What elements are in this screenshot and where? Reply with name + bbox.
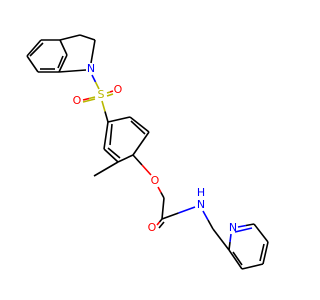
atom-label-layer: N S O O O O N H N [73, 62, 237, 234]
pyridine-aromatic-inner-bond [234, 227, 253, 233]
amide-c-n-bond-segment-a [161, 212, 179, 220]
sulfur-oxygen-right-bond-segment-a [106, 91, 111, 94]
bond-layer [26, 34, 269, 270]
benzene-ring-bond-segment [103, 148, 119, 163]
sulfur-carbon-bond-segment-b [104, 111, 109, 123]
pyridine-ring-bond-segment-a [237, 224, 247, 228]
benzene-ring-bond-segment [132, 131, 150, 156]
sulfur-carbon-bond-segment-a [101, 100, 106, 112]
indoline-five-ring-bond-segment [59, 34, 81, 41]
pyridine-ring-bond-segment [228, 249, 243, 270]
carbonyl-oxygen-label: O [148, 221, 157, 234]
pyridine-ring-bond-segment-b [245, 223, 255, 227]
carbonyl-double-bond-segment-b [156, 221, 161, 226]
n-sulfur-bond-segment-b [94, 81, 100, 90]
sulfur-oxygen-left-bond-segment-b [82, 97, 90, 101]
pyridine-aromatic-inner-bond [259, 243, 265, 262]
benzene-ring-bond-segment [103, 121, 109, 150]
pyridine-aromatic-inner-bond [232, 251, 243, 266]
amide-n-ch2-bond-segment-b [207, 219, 214, 230]
benzene-aromatic-inner-bond [130, 120, 146, 135]
carbonyl-double-bond-parallel [158, 221, 165, 229]
sulfur-oxygen-right-double-bond [106, 93, 114, 97]
ch2-pyridine-bond-segment [212, 228, 230, 251]
sulfonyl-sulfur-label: S [98, 88, 105, 101]
sulfonyl-oxygen-right-label: O [114, 83, 123, 96]
benzene-ring-bond-segment [117, 154, 134, 163]
sulfur-oxygen-right-bond-segment-b [109, 90, 114, 93]
benzene-ring-bond-segment [129, 116, 150, 133]
benzene-ring-bond-segment [107, 116, 131, 123]
ch2-carbonyl-bond-segment [161, 197, 165, 220]
indoline-ring-bond-segment [59, 39, 68, 56]
ether-ch2-bond-segment-b [160, 192, 165, 199]
aryl-ether-bond-segment-a [132, 154, 143, 166]
sulfur-oxygen-left-double-bond [82, 98, 96, 103]
pyridine-ring-bond-segment-a [228, 241, 231, 251]
indoline-five-ring-bond-segment [90, 39, 96, 64]
indoline-five-ring-bond-segment [79, 34, 96, 41]
carbonyl-double-bond-segment-a [158, 218, 163, 223]
amide-hydrogen-label: H [197, 186, 205, 199]
benzene-aromatic-inner-bond [109, 123, 113, 146]
aryl-ether-bond-segment-b [141, 164, 152, 176]
sulfonyl-oxygen-left-label: O [73, 94, 82, 107]
indoline-ring-bond-segment [26, 39, 42, 57]
amide-n-ch2-bond-segment-a [202, 210, 209, 221]
pyridine-nitrogen-label: N [229, 221, 237, 234]
indoline-aromatic-inner-bond [29, 42, 44, 57]
ether-ch2-bond-segment-a [157, 186, 162, 193]
indoline-nitrogen-label: N [87, 62, 95, 75]
indoline-ring-bond-segment [26, 55, 39, 73]
chemical-structure: N S O O O O N H N [26, 34, 269, 270]
indoline-ring-bond-segment [58, 54, 68, 73]
n-sulfur-bond-segment-a [91, 74, 97, 83]
pyridine-ring-bond-segment [241, 263, 264, 270]
indoline-aromatic-inner-bond [57, 55, 64, 69]
pyridine-ring-bond-segment [262, 241, 269, 265]
benzene-aromatic-inner-bond [107, 147, 121, 159]
methyl-bond-segment [93, 161, 119, 177]
ether-oxygen-label: O [151, 174, 160, 187]
amide-nitrogen-label: N [197, 198, 205, 211]
indoline-five-ring-bond-segment [58, 69, 87, 73]
amide-c-n-bond-segment-b [178, 206, 196, 214]
pyridine-ring-bond-segment-b [229, 233, 232, 243]
pyridine-ring-bond-segment [253, 223, 269, 243]
sulfur-oxygen-left-bond-segment-a [88, 96, 96, 100]
